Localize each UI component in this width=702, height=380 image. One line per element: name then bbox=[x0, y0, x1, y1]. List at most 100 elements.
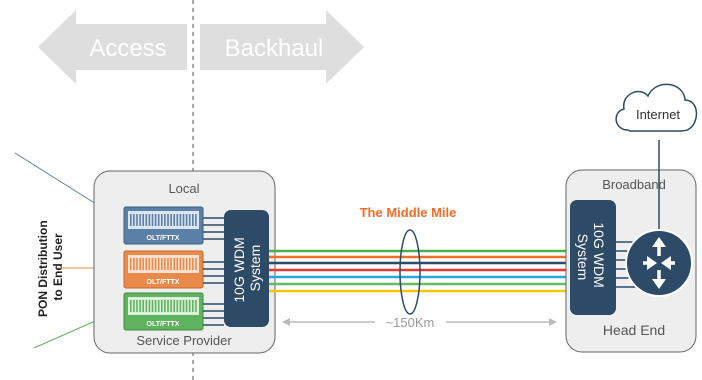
olt-label: OLT/FTTX bbox=[147, 279, 180, 286]
vent-slat bbox=[139, 258, 141, 270]
router-icon bbox=[625, 229, 693, 297]
vent-slat bbox=[142, 258, 144, 270]
vent-slat bbox=[185, 258, 188, 270]
broadband-box-title: Broadband bbox=[602, 177, 666, 192]
vent-slat bbox=[170, 214, 172, 226]
vent-slat bbox=[185, 300, 188, 312]
olt-vents bbox=[130, 300, 197, 312]
fiber-bundle-ellipse bbox=[399, 229, 421, 315]
internet-label: Internet bbox=[636, 107, 680, 122]
router-arrows bbox=[643, 237, 675, 289]
access-backhaul-banner: Access Backhaul bbox=[38, 10, 364, 84]
left-wdm-system: 10G WDM System bbox=[224, 210, 269, 327]
vent-slat bbox=[145, 258, 148, 270]
vent-slat bbox=[145, 214, 148, 226]
vent-slat bbox=[145, 300, 148, 312]
vent-slat bbox=[154, 258, 157, 270]
olt-connectors bbox=[203, 217, 224, 326]
vent-slat bbox=[164, 258, 166, 270]
right-wdm-line2: System bbox=[575, 234, 591, 281]
vent-slat bbox=[139, 300, 141, 312]
vent-slat bbox=[167, 258, 169, 270]
left-wdm-line1: 10G WDM bbox=[231, 237, 247, 302]
vent-slat bbox=[136, 214, 138, 226]
vent-slat bbox=[195, 300, 197, 312]
vent-slat bbox=[151, 214, 154, 226]
vent-slat bbox=[161, 300, 163, 312]
distance-arrowhead-right bbox=[549, 318, 557, 326]
olt-vents bbox=[130, 214, 197, 226]
olt-vent-panel bbox=[128, 255, 199, 273]
vent-slat bbox=[151, 300, 154, 312]
pon-distribution-label: PON Distribution to End User bbox=[36, 217, 65, 317]
vent-slat bbox=[170, 258, 172, 270]
olt-unit-2: OLT/FTTX bbox=[123, 250, 204, 289]
olt-vent-panel bbox=[128, 297, 199, 315]
right-wdm-block bbox=[570, 200, 616, 315]
olt-label: OLT/FTTX bbox=[147, 235, 180, 242]
vent-slat bbox=[136, 300, 138, 312]
access-label: Access bbox=[89, 35, 166, 62]
vent-slat bbox=[188, 258, 191, 270]
vent-slat bbox=[157, 214, 160, 226]
left-wdm-line2: System bbox=[247, 245, 263, 292]
right-wdm-label: 10G WDM System bbox=[575, 222, 607, 291]
middle-mile-label: The Middle Mile bbox=[360, 205, 457, 220]
vent-slat bbox=[195, 214, 197, 226]
olt-vents bbox=[130, 258, 197, 270]
vent-slat bbox=[130, 300, 132, 312]
vent-slat bbox=[139, 214, 141, 226]
vent-slat bbox=[161, 258, 163, 270]
distance-indicator: ~150Km bbox=[282, 315, 557, 330]
vent-slat bbox=[133, 300, 135, 312]
vent-slat bbox=[192, 258, 194, 270]
vent-slat bbox=[161, 214, 163, 226]
local-box-title: Local bbox=[168, 181, 199, 196]
backhaul-label: Backhaul bbox=[225, 35, 324, 62]
vent-slat bbox=[179, 300, 182, 312]
vent-slat bbox=[185, 214, 188, 226]
vent-slat bbox=[142, 300, 144, 312]
vent-slat bbox=[148, 300, 151, 312]
vent-slat bbox=[182, 300, 185, 312]
vent-slat bbox=[173, 214, 175, 226]
right-wdm-line1: 10G WDM bbox=[591, 222, 607, 287]
vent-slat bbox=[176, 258, 179, 270]
vent-slat bbox=[195, 258, 197, 270]
vent-slat bbox=[130, 214, 132, 226]
vent-slat bbox=[173, 300, 175, 312]
vent-slat bbox=[188, 300, 191, 312]
vent-slat bbox=[192, 300, 194, 312]
internet-cloud: Internet bbox=[615, 83, 698, 132]
vent-slat bbox=[136, 258, 138, 270]
vent-slat bbox=[188, 214, 191, 226]
distance-label: ~150Km bbox=[386, 315, 435, 330]
vent-slat bbox=[182, 214, 185, 226]
olt-unit-1: OLT/FTTX bbox=[123, 206, 204, 245]
backhaul-arrow bbox=[200, 10, 364, 84]
vent-slat bbox=[133, 258, 135, 270]
pon-label-line2: to End User bbox=[51, 233, 65, 301]
olt-vent-panel bbox=[128, 211, 199, 229]
vent-slat bbox=[151, 258, 154, 270]
router-disk bbox=[625, 229, 693, 297]
vent-slat bbox=[179, 214, 182, 226]
vent-slat bbox=[164, 300, 166, 312]
vent-slat bbox=[157, 300, 160, 312]
vent-slat bbox=[142, 214, 144, 226]
distance-arrowhead-left bbox=[282, 318, 290, 326]
left-wdm-label: 10G WDM System bbox=[231, 233, 263, 302]
vent-slat bbox=[167, 214, 169, 226]
vent-slat bbox=[176, 300, 179, 312]
vent-slat bbox=[130, 258, 132, 270]
vent-slat bbox=[148, 214, 151, 226]
vent-slat bbox=[170, 300, 172, 312]
vent-slat bbox=[192, 214, 194, 226]
olt-label: OLT/FTTX bbox=[147, 321, 180, 328]
cloud-icon bbox=[615, 83, 698, 132]
vent-slat bbox=[179, 258, 182, 270]
vent-slat bbox=[157, 258, 160, 270]
vent-slat bbox=[182, 258, 185, 270]
vent-slat bbox=[173, 258, 175, 270]
